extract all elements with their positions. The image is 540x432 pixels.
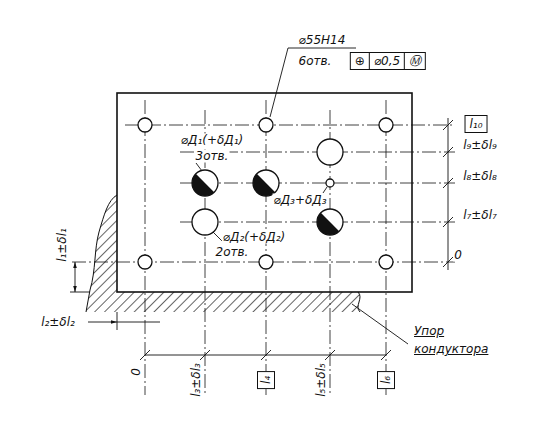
dimension-label: l₂±δl₂ — [40, 316, 76, 329]
size-callout: ⌀Д₃+δД₃ — [273, 194, 328, 207]
dimension-label: l₃±δl₃ — [190, 362, 203, 398]
frame-text: l₆ — [378, 372, 394, 388]
dimension-label: l₅±δl₅ — [315, 362, 328, 398]
hole-count: 6отв. — [298, 55, 333, 68]
frame-text: ⊕ — [351, 53, 369, 69]
feature-control-frame: ⊕⌀0,5Ⓜ — [350, 52, 426, 70]
dimension-label: l₉±δl₉ — [462, 139, 498, 152]
frame-text: l₁₀ — [466, 116, 487, 132]
frame-text: l₄ — [258, 372, 274, 388]
datum-zero: 0 — [453, 249, 463, 262]
basic-dimension-box: l₆ — [377, 371, 395, 389]
frame-text: Ⓜ — [404, 53, 425, 69]
frame-text: ⌀0,5 — [369, 53, 404, 69]
size-callout: ⌀Д₂(+δД₂) — [222, 231, 286, 244]
part-name: Упор кондуктора — [413, 322, 511, 358]
basic-dimension-box: l₄ — [257, 371, 275, 389]
dimension-label: l₈±δl₈ — [462, 170, 498, 183]
dimension-label: l₇±δl₇ — [462, 209, 498, 222]
datum-zero: 0 — [130, 367, 143, 377]
hole-count: 3отв. — [195, 150, 230, 163]
size-callout: ⌀55H14 — [298, 34, 347, 47]
hole-count: 2отв. — [215, 246, 250, 259]
size-callout: ⌀Д₁(+δД₁) — [180, 134, 244, 147]
dimension-label: l₁±δl₁ — [56, 227, 69, 263]
basic-dimension-box: l₁₀ — [465, 115, 488, 133]
